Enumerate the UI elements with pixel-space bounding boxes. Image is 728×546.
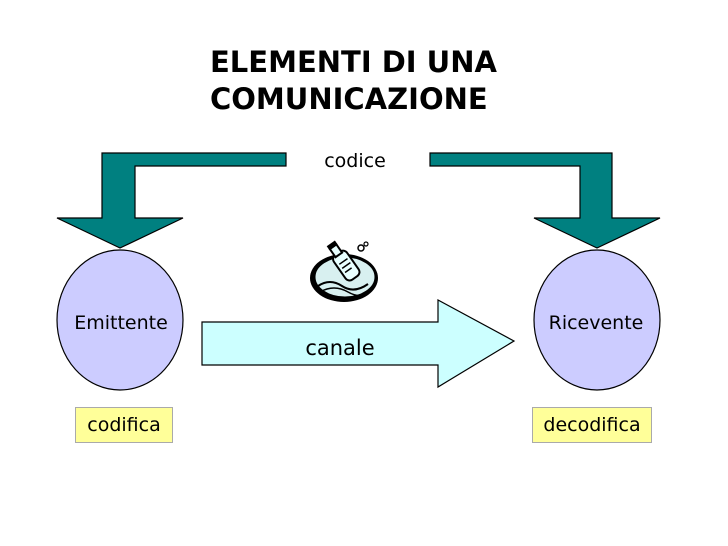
decoding-label: decodifica: [543, 414, 641, 436]
sender-label: Emittente: [74, 312, 168, 334]
code-arrow-right: [429, 152, 661, 249]
code-arrow-left: [56, 152, 287, 249]
encoding-label: codifica: [87, 414, 161, 436]
message-in-bottle-icon: [310, 240, 378, 302]
encoding-box: codifica: [75, 407, 173, 443]
channel-arrow: [201, 298, 516, 389]
code-label: codice: [324, 150, 386, 172]
sender-node: [56, 249, 184, 391]
receiver-node: [533, 249, 661, 391]
title-line-2: COMUNICAZIONE: [210, 82, 488, 116]
title-line-1: ELEMENTI DI UNA: [210, 45, 497, 79]
channel-label: canale: [305, 336, 375, 360]
receiver-label: Ricevente: [548, 312, 644, 334]
page-title: ELEMENTI DI UNA COMUNICAZIONE: [210, 44, 530, 118]
decoding-box: decodifica: [532, 407, 652, 443]
